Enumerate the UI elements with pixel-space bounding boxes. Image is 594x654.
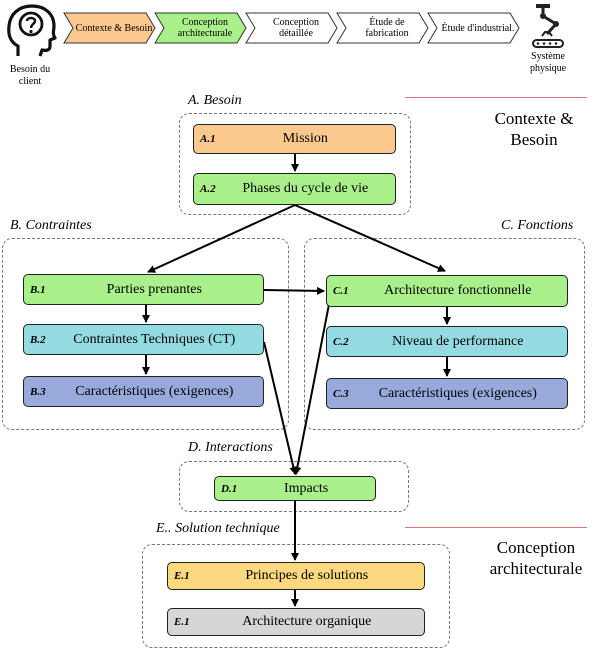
chevron-step-4 <box>336 12 429 44</box>
divider-line-bottom <box>405 527 587 528</box>
process-chevrons <box>63 12 520 44</box>
divider-line-top <box>405 97 587 98</box>
step-4-label: Étude de fabrication <box>365 17 409 39</box>
group-c-fonctions <box>304 238 585 430</box>
arrow-b2-d1 <box>263 341 298 475</box>
arrow-a2-b1 <box>147 204 296 273</box>
step-2-label: Conception architecturale <box>177 17 233 39</box>
group-a-title: A. Besoin <box>188 93 242 108</box>
stage-title-contexte: Contexte & Besoin <box>494 109 574 149</box>
chevron-step-2 <box>154 12 247 44</box>
chevron-step-1 <box>63 12 156 44</box>
arrow-b1-c1 <box>263 286 325 295</box>
start-caption: Besoin du client <box>9 64 51 87</box>
arrow-c1-d1 <box>293 293 332 475</box>
chevron-step-3 <box>245 12 338 44</box>
group-a-besoin <box>179 113 411 215</box>
step-5-label: Étude d'industrial. <box>441 22 515 34</box>
step-1-label: Contexte & Besoin <box>75 22 153 34</box>
group-c-title: C. Fonctions <box>501 218 574 233</box>
head-question-icon <box>7 4 57 57</box>
group-b-contraintes <box>2 238 289 430</box>
end-caption: Système physique <box>529 51 567 74</box>
stage-title-conception: Conception architecturale <box>489 538 583 578</box>
robot-arm-conveyor-icon <box>532 4 564 48</box>
arrow-a2-c1 <box>294 204 446 272</box>
chevron-step-5 <box>427 12 520 44</box>
group-d-title: D. Interactions <box>188 440 273 455</box>
group-b-title: B. Contraintes <box>10 218 92 233</box>
group-e-title: E.. Solution technique <box>156 521 280 536</box>
step-3-label: Conception détaillée <box>272 17 320 39</box>
